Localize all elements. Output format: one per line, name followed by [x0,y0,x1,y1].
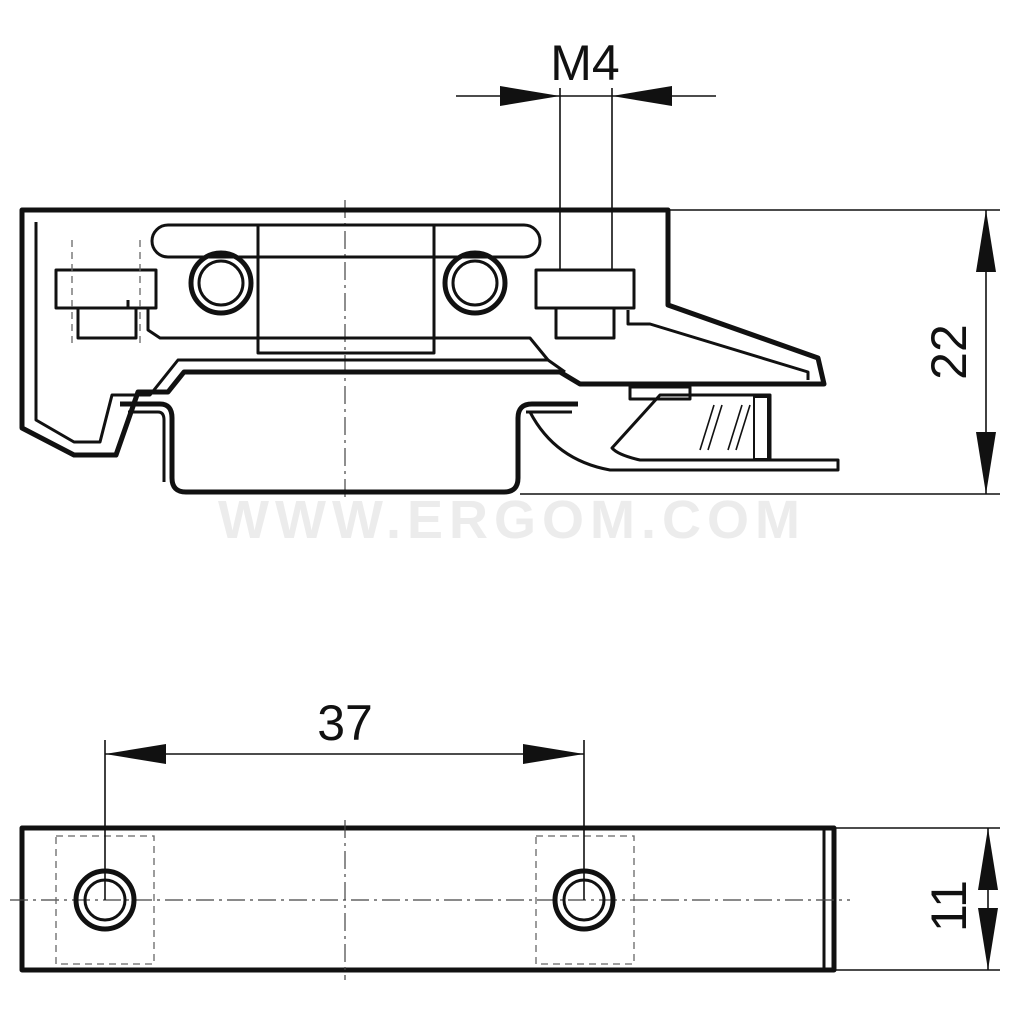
width-label: 11 [921,880,977,932]
spring-hatch-2 [707,404,723,451]
top-view: 37 11 [10,695,1000,980]
spacing-arrow-left [105,744,166,764]
right-pocket-hidden [535,835,635,965]
spring-hatch-1 [699,404,715,451]
m4-arrow-left [500,86,560,106]
width-arrow-top [978,828,998,890]
left-boss-hole [197,259,245,307]
right-boss-hole [451,259,499,307]
spring-hatch-4 [735,404,751,451]
height-arrow-top [976,210,996,272]
housing-outline [19,207,827,458]
left-boss [188,250,254,316]
m4-label: M4 [550,35,619,91]
latch-tab [628,385,692,401]
right-screw-head [534,268,636,310]
height-arrow-bottom [976,432,996,494]
base-plate [19,825,837,973]
housing-inner-profile-right [547,310,810,380]
center-block [256,223,436,355]
spacing-label: 37 [317,695,373,751]
left-screw-shank [76,306,138,340]
spring-block [753,396,769,460]
din-rail [120,401,578,495]
height-label: 22 [921,324,977,380]
watermark: WWW.ERGOM.COM [218,490,806,550]
spacing-arrow-right [523,744,584,764]
spring-hatch-3 [727,404,743,451]
right-screw-shank [554,306,616,340]
left-screw-head [54,268,158,310]
spring-clip [528,393,840,472]
side-view: M4 22 [19,35,1000,500]
right-boss [442,250,508,316]
housing-inner-profile [34,222,550,444]
width-arrow-bottom [978,908,998,970]
din-rail-inner [128,410,572,482]
m4-arrow-right [612,86,672,106]
